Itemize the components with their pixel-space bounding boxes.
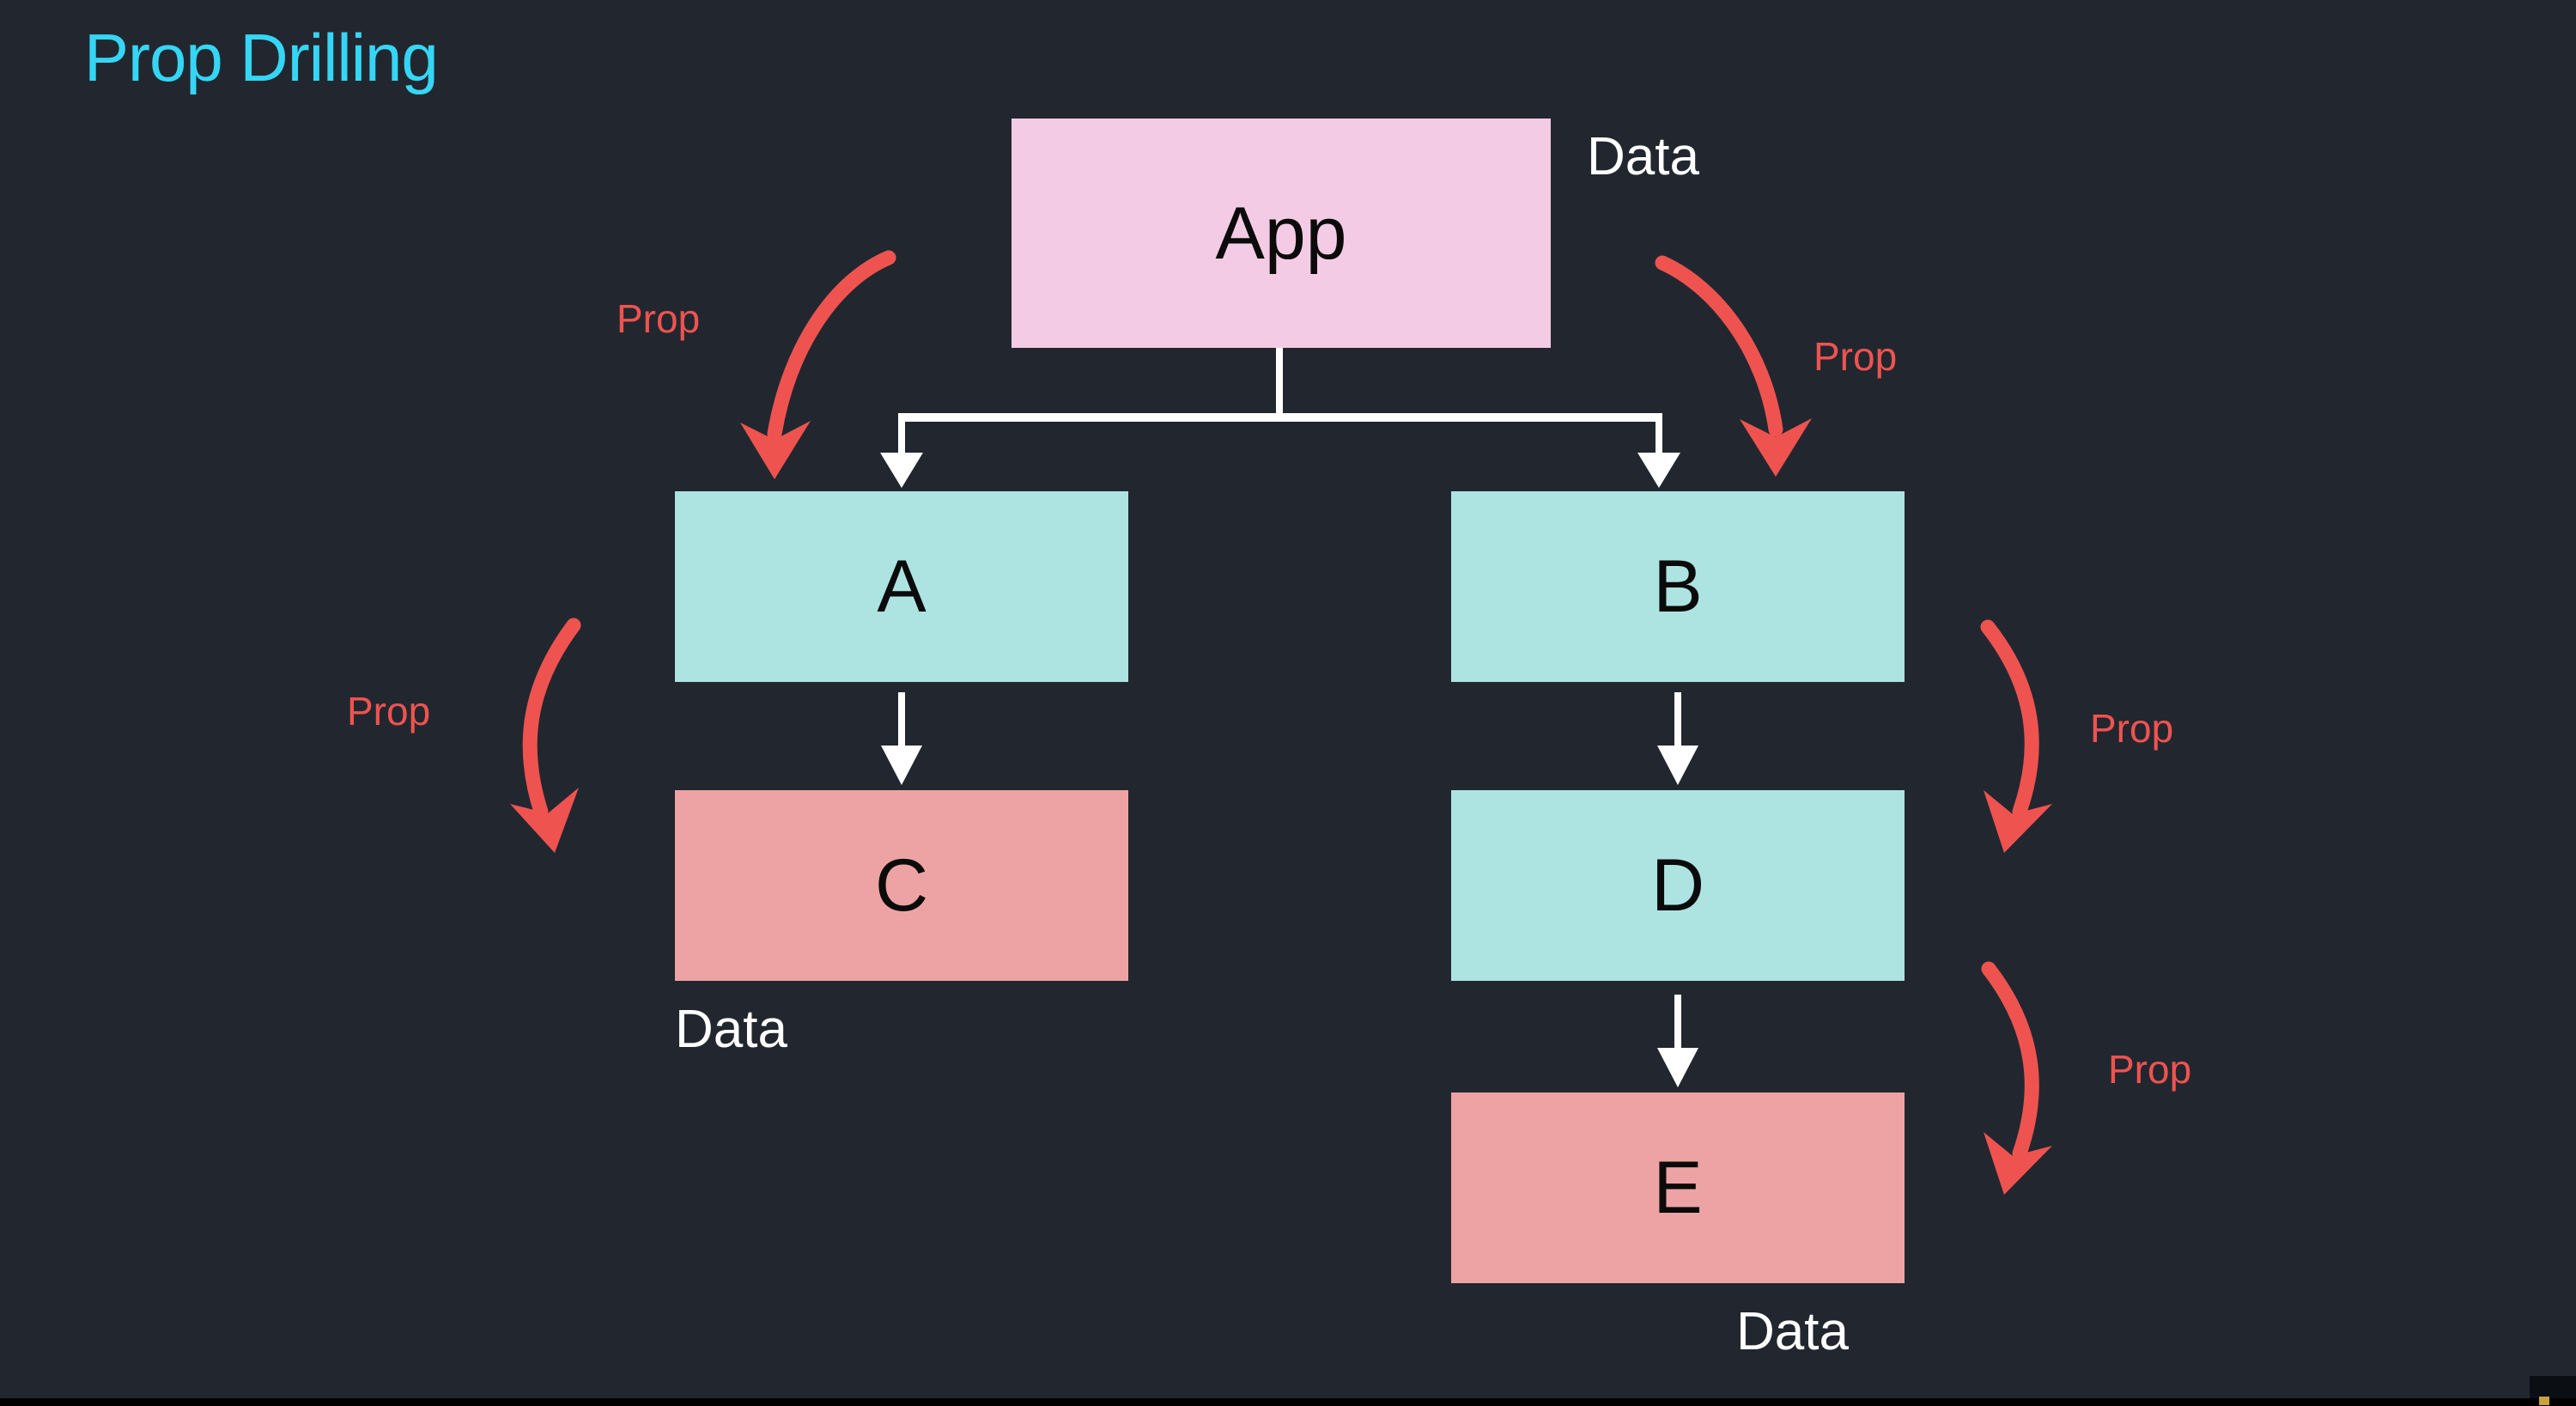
node-b-label: B: [1653, 545, 1703, 628]
player-overlay-artifact: [2530, 1376, 2576, 1402]
tree-edge-d-to-e: [1657, 995, 1698, 1087]
tree-edge-a-to-c: [881, 692, 922, 785]
data-label-app: Data: [1587, 127, 1699, 186]
prop-label-app-to-b: Prop: [1814, 334, 1898, 379]
node-c-label: C: [874, 844, 929, 927]
tree-edge-app-to-children: [880, 348, 1680, 488]
node-e-label: E: [1653, 1147, 1703, 1229]
prop-label-d-to-e: Prop: [2108, 1047, 2192, 1092]
data-label-e: Data: [1736, 1302, 1849, 1361]
prop-arrow-b-to-d: [1980, 619, 2052, 853]
node-a[interactable]: A: [675, 491, 1128, 682]
node-a-label: A: [877, 545, 927, 628]
prop-arrow-app-to-a: [740, 250, 896, 479]
prop-label-b-to-d: Prop: [2090, 706, 2174, 751]
prop-arrow-app-to-b: [1655, 255, 1812, 477]
prop-arrow-d-to-e: [1981, 961, 2052, 1195]
node-app-label: App: [1215, 192, 1347, 275]
player-progress-handle[interactable]: [2539, 1397, 2549, 1405]
prop-label-app-to-a: Prop: [617, 296, 701, 341]
tree-edge-b-to-d: [1657, 692, 1698, 785]
node-app[interactable]: App: [1012, 119, 1551, 348]
prop-label-a-to-c: Prop: [347, 689, 431, 733]
player-progress-bar[interactable]: [0, 1398, 2576, 1406]
node-b[interactable]: B: [1451, 491, 1905, 682]
data-label-c: Data: [675, 1000, 787, 1059]
node-d-label: D: [1650, 844, 1705, 927]
node-d[interactable]: D: [1451, 790, 1905, 981]
node-c[interactable]: C: [675, 790, 1128, 981]
page-title: Prop Drilling: [84, 20, 439, 95]
node-e[interactable]: E: [1451, 1093, 1905, 1283]
prop-arrow-a-to-c: [510, 618, 581, 853]
